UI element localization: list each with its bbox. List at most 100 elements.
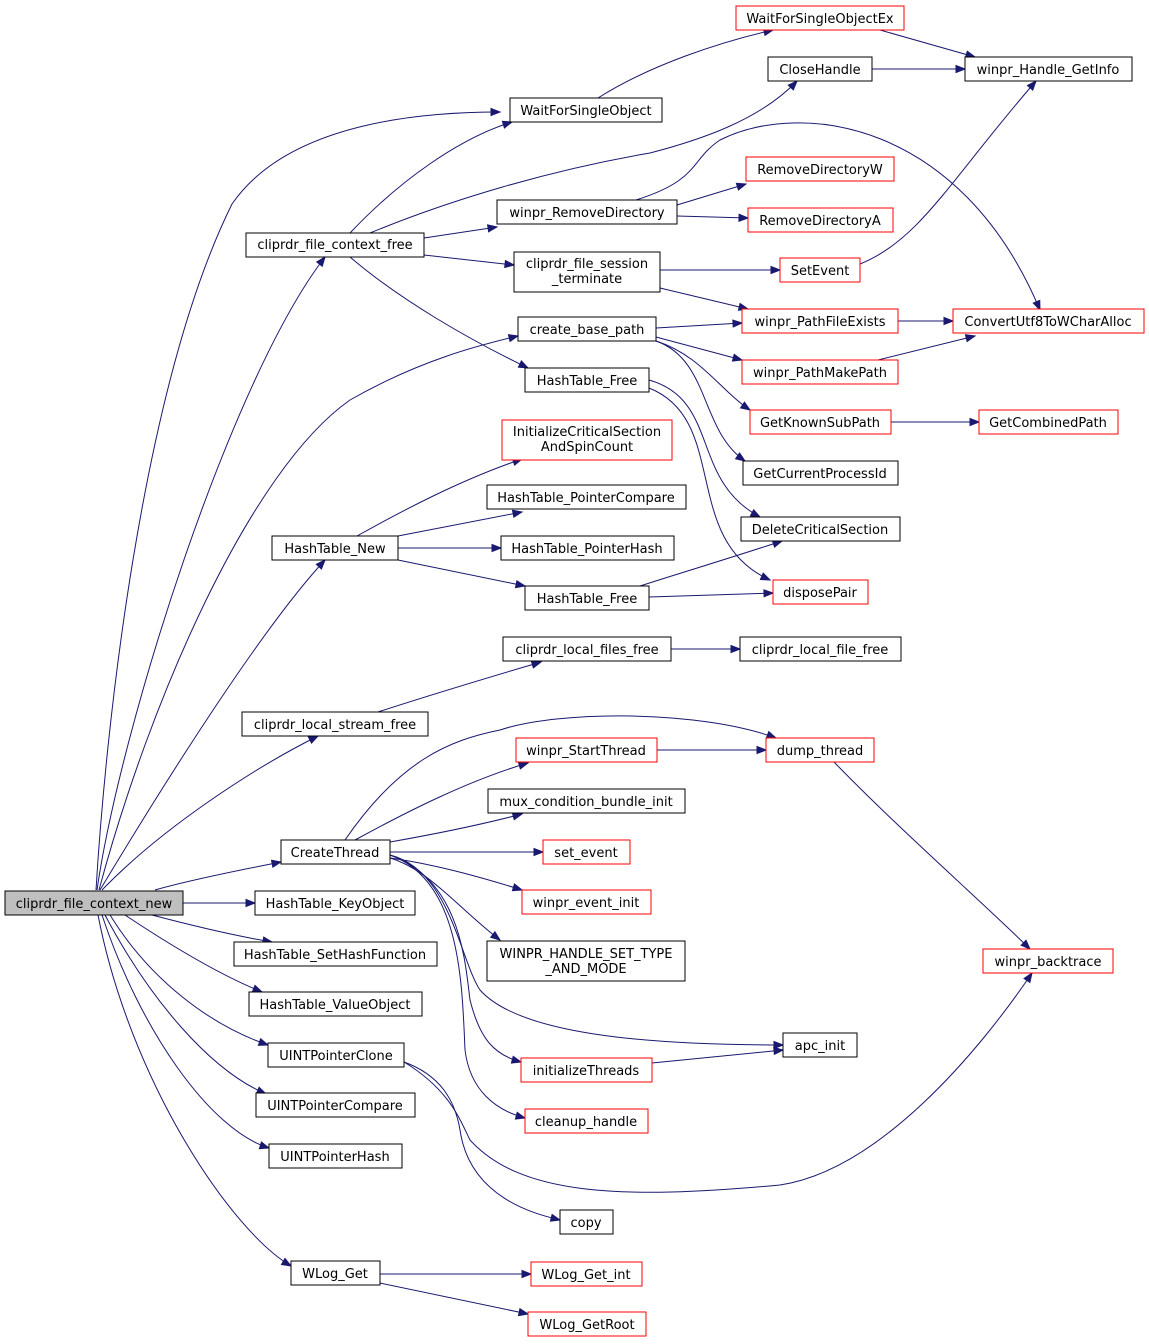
node-uint-pointer-clone[interactable]: UINTPointerClone: [267, 1042, 405, 1068]
node-create-thread[interactable]: CreateThread: [280, 839, 391, 865]
node-hashtable-set-hash-function[interactable]: HashTable_SetHashFunction: [233, 941, 438, 967]
svg-text:winpr_Handle_GetInfo: winpr_Handle_GetInfo: [977, 63, 1120, 78]
node-delete-critical-section[interactable]: DeleteCriticalSection: [740, 516, 901, 542]
arrowhead-icon: [486, 224, 499, 233]
arrowhead-icon: [501, 120, 514, 129]
node-winpr-handle-getinfo[interactable]: winpr_Handle_GetInfo: [964, 56, 1133, 82]
call-edge-line: [648, 379, 761, 518]
arrowhead-icon: [517, 360, 530, 369]
node-cliprdr-local-files-free[interactable]: cliprdr_local_files_free: [502, 636, 672, 662]
call-edge-line: [124, 914, 263, 993]
node-cliprdr-file-session-terminate[interactable]: cliprdr_file_session _terminate: [513, 251, 661, 293]
svg-text:apc_init: apc_init: [795, 1039, 845, 1054]
node-hashtable-new[interactable]: HashTable_New: [271, 535, 399, 561]
arrowhead-icon: [1026, 79, 1037, 91]
call-edge: [97, 914, 293, 1267]
call-edge: [349, 256, 530, 369]
node-wlog-get-root[interactable]: WLog_GetRoot: [527, 1311, 647, 1337]
node-winpr-path-file-exists[interactable]: winpr_PathFileExists: [741, 308, 899, 334]
arrowhead-icon: [730, 644, 742, 654]
node-cliprdr-file-context-new[interactable]: cliprdr_file_context_new: [4, 890, 184, 916]
node-wlog-get[interactable]: WLog_Get: [290, 1260, 381, 1286]
node-convert-utf8-to-wchar-alloc[interactable]: ConvertUtf8ToWCharAlloc: [952, 308, 1145, 334]
arrowhead-icon: [1023, 971, 1033, 984]
node-hashtable-free-lower[interactable]: HashTable_Free: [524, 585, 650, 611]
svg-text:cliprdr_local_files_free: cliprdr_local_files_free: [515, 643, 658, 658]
node-cliprdr-file-context-free[interactable]: cliprdr_file_context_free: [245, 232, 425, 258]
call-edge: [648, 387, 772, 581]
call-edge-line: [389, 854, 784, 1046]
svg-text:cliprdr_file_session: cliprdr_file_session: [526, 257, 648, 272]
svg-text:UINTPointerHash: UINTPointerHash: [280, 1150, 389, 1165]
node-initialize-threads[interactable]: initializeThreads: [520, 1057, 653, 1083]
node-wait-for-single-object-ex[interactable]: WaitForSingleObjectEx: [735, 5, 905, 31]
arrowhead-icon: [759, 572, 772, 581]
arrowhead-icon: [257, 1037, 270, 1046]
node-initialize-critical-section-and-spin-count[interactable]: InitializeCriticalSection AndSpinCount: [501, 419, 673, 461]
node-hashtable-pointer-compare[interactable]: HashTable_PointerCompare: [486, 484, 687, 510]
svg-text:WINPR_HANDLE_SET_TYPE: WINPR_HANDLE_SET_TYPE: [500, 947, 673, 962]
node-hashtable-pointer-hash[interactable]: HashTable_PointerHash: [500, 535, 675, 561]
node-winpr-path-make-path[interactable]: winpr_PathMakePath: [741, 359, 899, 385]
call-edge-line: [648, 592, 774, 598]
node-remove-directory-a[interactable]: RemoveDirectoryA: [747, 207, 894, 233]
node-winpr-start-thread[interactable]: winpr_StartThread: [515, 737, 658, 763]
call-edge: [183, 898, 257, 908]
arrowhead-icon: [763, 589, 775, 598]
call-edge-line: [648, 387, 771, 581]
arrowhead-icon: [307, 735, 320, 745]
node-wait-for-single-object[interactable]: WaitForSingleObject: [509, 97, 663, 123]
svg-text:SetEvent: SetEvent: [791, 264, 850, 279]
call-edge: [389, 812, 524, 843]
node-uint-pointer-compare[interactable]: UINTPointerCompare: [255, 1092, 416, 1118]
node-close-handle[interactable]: CloseHandle: [767, 56, 873, 82]
arrowhead-icon: [1032, 299, 1041, 312]
svg-text:_terminate: _terminate: [551, 272, 622, 287]
node-dump-thread[interactable]: dump_thread: [765, 737, 875, 763]
node-get-combined-path[interactable]: GetCombinedPath: [978, 409, 1119, 435]
node-set-event-lower[interactable]: set_event: [542, 839, 631, 865]
node-apc-init[interactable]: apc_init: [782, 1032, 858, 1058]
node-hashtable-value-object[interactable]: HashTable_ValueObject: [248, 991, 423, 1017]
node-winpr-remove-directory[interactable]: winpr_RemoveDirectory: [496, 199, 678, 225]
node-dispose-pair[interactable]: disposePair: [772, 579, 869, 605]
call-edge: [95, 107, 502, 891]
call-edge-line: [354, 762, 529, 841]
node-cliprdr-local-stream-free[interactable]: cliprdr_local_stream_free: [241, 711, 429, 737]
node-create-base-path[interactable]: create_base_path: [517, 316, 657, 342]
svg-text:GetCurrentProcessId: GetCurrentProcessId: [753, 467, 886, 482]
node-get-known-sub-path[interactable]: GetKnownSubPath: [749, 409, 892, 435]
call-edge-line: [635, 122, 1041, 311]
call-edge: [369, 79, 798, 234]
arrowhead-icon: [270, 859, 283, 868]
svg-text:AndSpinCount: AndSpinCount: [541, 440, 633, 455]
arrowhead-icon: [530, 660, 543, 669]
node-cliprdr-local-file-free[interactable]: cliprdr_local_file_free: [739, 636, 902, 662]
node-hashtable-key-object[interactable]: HashTable_KeyObject: [254, 890, 416, 916]
node-winpr-backtrace[interactable]: winpr_backtrace: [982, 948, 1114, 974]
node-set-event-upper[interactable]: SetEvent: [779, 257, 861, 283]
call-edge-line: [151, 914, 273, 943]
node-hashtable-free-upper[interactable]: HashTable_Free: [524, 367, 650, 393]
svg-text:GetKnownSubPath: GetKnownSubPath: [760, 416, 880, 431]
node-cleanup-handle[interactable]: cleanup_handle: [524, 1108, 649, 1134]
node-get-current-process-id[interactable]: GetCurrentProcessId: [742, 460, 899, 486]
call-edge: [655, 340, 752, 411]
node-copy[interactable]: copy: [559, 1209, 614, 1235]
svg-text:DeleteCriticalSection: DeleteCriticalSection: [752, 523, 888, 538]
call-edge: [676, 182, 748, 206]
node-winpr-event-init[interactable]: winpr_event_init: [521, 889, 652, 915]
call-edge: [389, 857, 502, 941]
svg-text:winpr_StartThread: winpr_StartThread: [526, 744, 646, 759]
node-mux-condition-bundle-init[interactable]: mux_condition_bundle_init: [487, 788, 686, 814]
call-edge: [403, 971, 1033, 1193]
call-edge: [101, 914, 271, 1150]
node-remove-directory-w[interactable]: RemoveDirectoryW: [745, 156, 895, 182]
call-edge: [859, 79, 1037, 265]
svg-text:WLog_Get: WLog_Get: [302, 1267, 368, 1282]
node-uint-pointer-hash[interactable]: UINTPointerHash: [268, 1143, 403, 1169]
node-winpr-handle-set-type-and-mode[interactable]: WINPR_HANDLE_SET_TYPE _AND_MODE: [486, 940, 686, 982]
svg-text:cleanup_handle: cleanup_handle: [535, 1115, 637, 1130]
call-edge-line: [655, 322, 743, 329]
node-wlog-get-int[interactable]: WLog_Get_int: [530, 1261, 643, 1287]
